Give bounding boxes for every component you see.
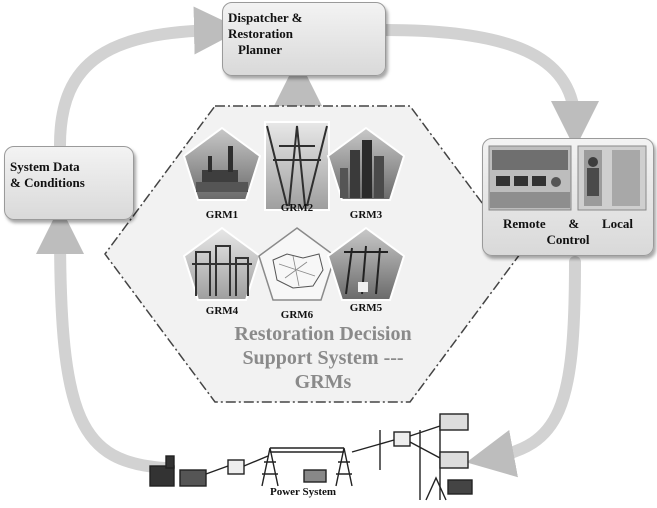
grm2-image bbox=[264, 121, 330, 211]
grm4-image bbox=[182, 226, 262, 301]
rdss-title-line3: GRMs bbox=[294, 371, 352, 393]
control-word-remote: Remote bbox=[503, 216, 546, 231]
power-system-label: Power System bbox=[270, 486, 337, 498]
control-photos bbox=[488, 145, 647, 211]
arrow-data-to-dispatcher bbox=[54, 6, 242, 151]
grm1-label: GRM1 bbox=[205, 209, 239, 221]
dispatcher-line2: Restoration bbox=[228, 26, 293, 41]
rdss-title-line1: Restoration Decision bbox=[234, 323, 412, 345]
control-line2: Control bbox=[546, 232, 590, 247]
arrow-power-to-data bbox=[36, 206, 171, 474]
system-data-label: System Data & Conditions bbox=[10, 159, 85, 191]
system-data-box bbox=[4, 146, 134, 220]
grm6-image bbox=[258, 227, 336, 301]
grm3-image bbox=[326, 126, 406, 201]
dispatcher-box bbox=[222, 2, 386, 76]
grm1-image bbox=[182, 126, 262, 201]
rdss-title: Restoration Decision Support System --- … bbox=[203, 322, 443, 394]
grm4-label: GRM4 bbox=[205, 305, 239, 317]
arrow-dispatcher-to-control bbox=[379, 24, 599, 149]
dispatcher-line1: Dispatcher & bbox=[228, 10, 303, 25]
dispatcher-label: Dispatcher & Restoration Planner bbox=[228, 10, 303, 58]
loop-arrows bbox=[36, 6, 599, 478]
grm6-label: GRM6 bbox=[280, 309, 314, 321]
control-label: Remote & Local Control bbox=[503, 216, 633, 248]
grm2-label: GRM2 bbox=[280, 202, 314, 214]
control-word-amp: & bbox=[568, 216, 580, 231]
grm3-label: GRM3 bbox=[349, 209, 383, 221]
power-system-drawing bbox=[149, 413, 473, 501]
dispatcher-line3: Planner bbox=[238, 42, 283, 57]
grm5-image bbox=[326, 226, 406, 301]
rdss-title-line2: Support System --- bbox=[242, 347, 404, 369]
system-data-line1: System Data bbox=[10, 159, 80, 174]
system-data-line2: & Conditions bbox=[10, 175, 85, 190]
arrow-control-to-power bbox=[466, 256, 581, 478]
control-word-local: Local bbox=[601, 216, 633, 231]
grm5-label: GRM5 bbox=[349, 302, 383, 314]
